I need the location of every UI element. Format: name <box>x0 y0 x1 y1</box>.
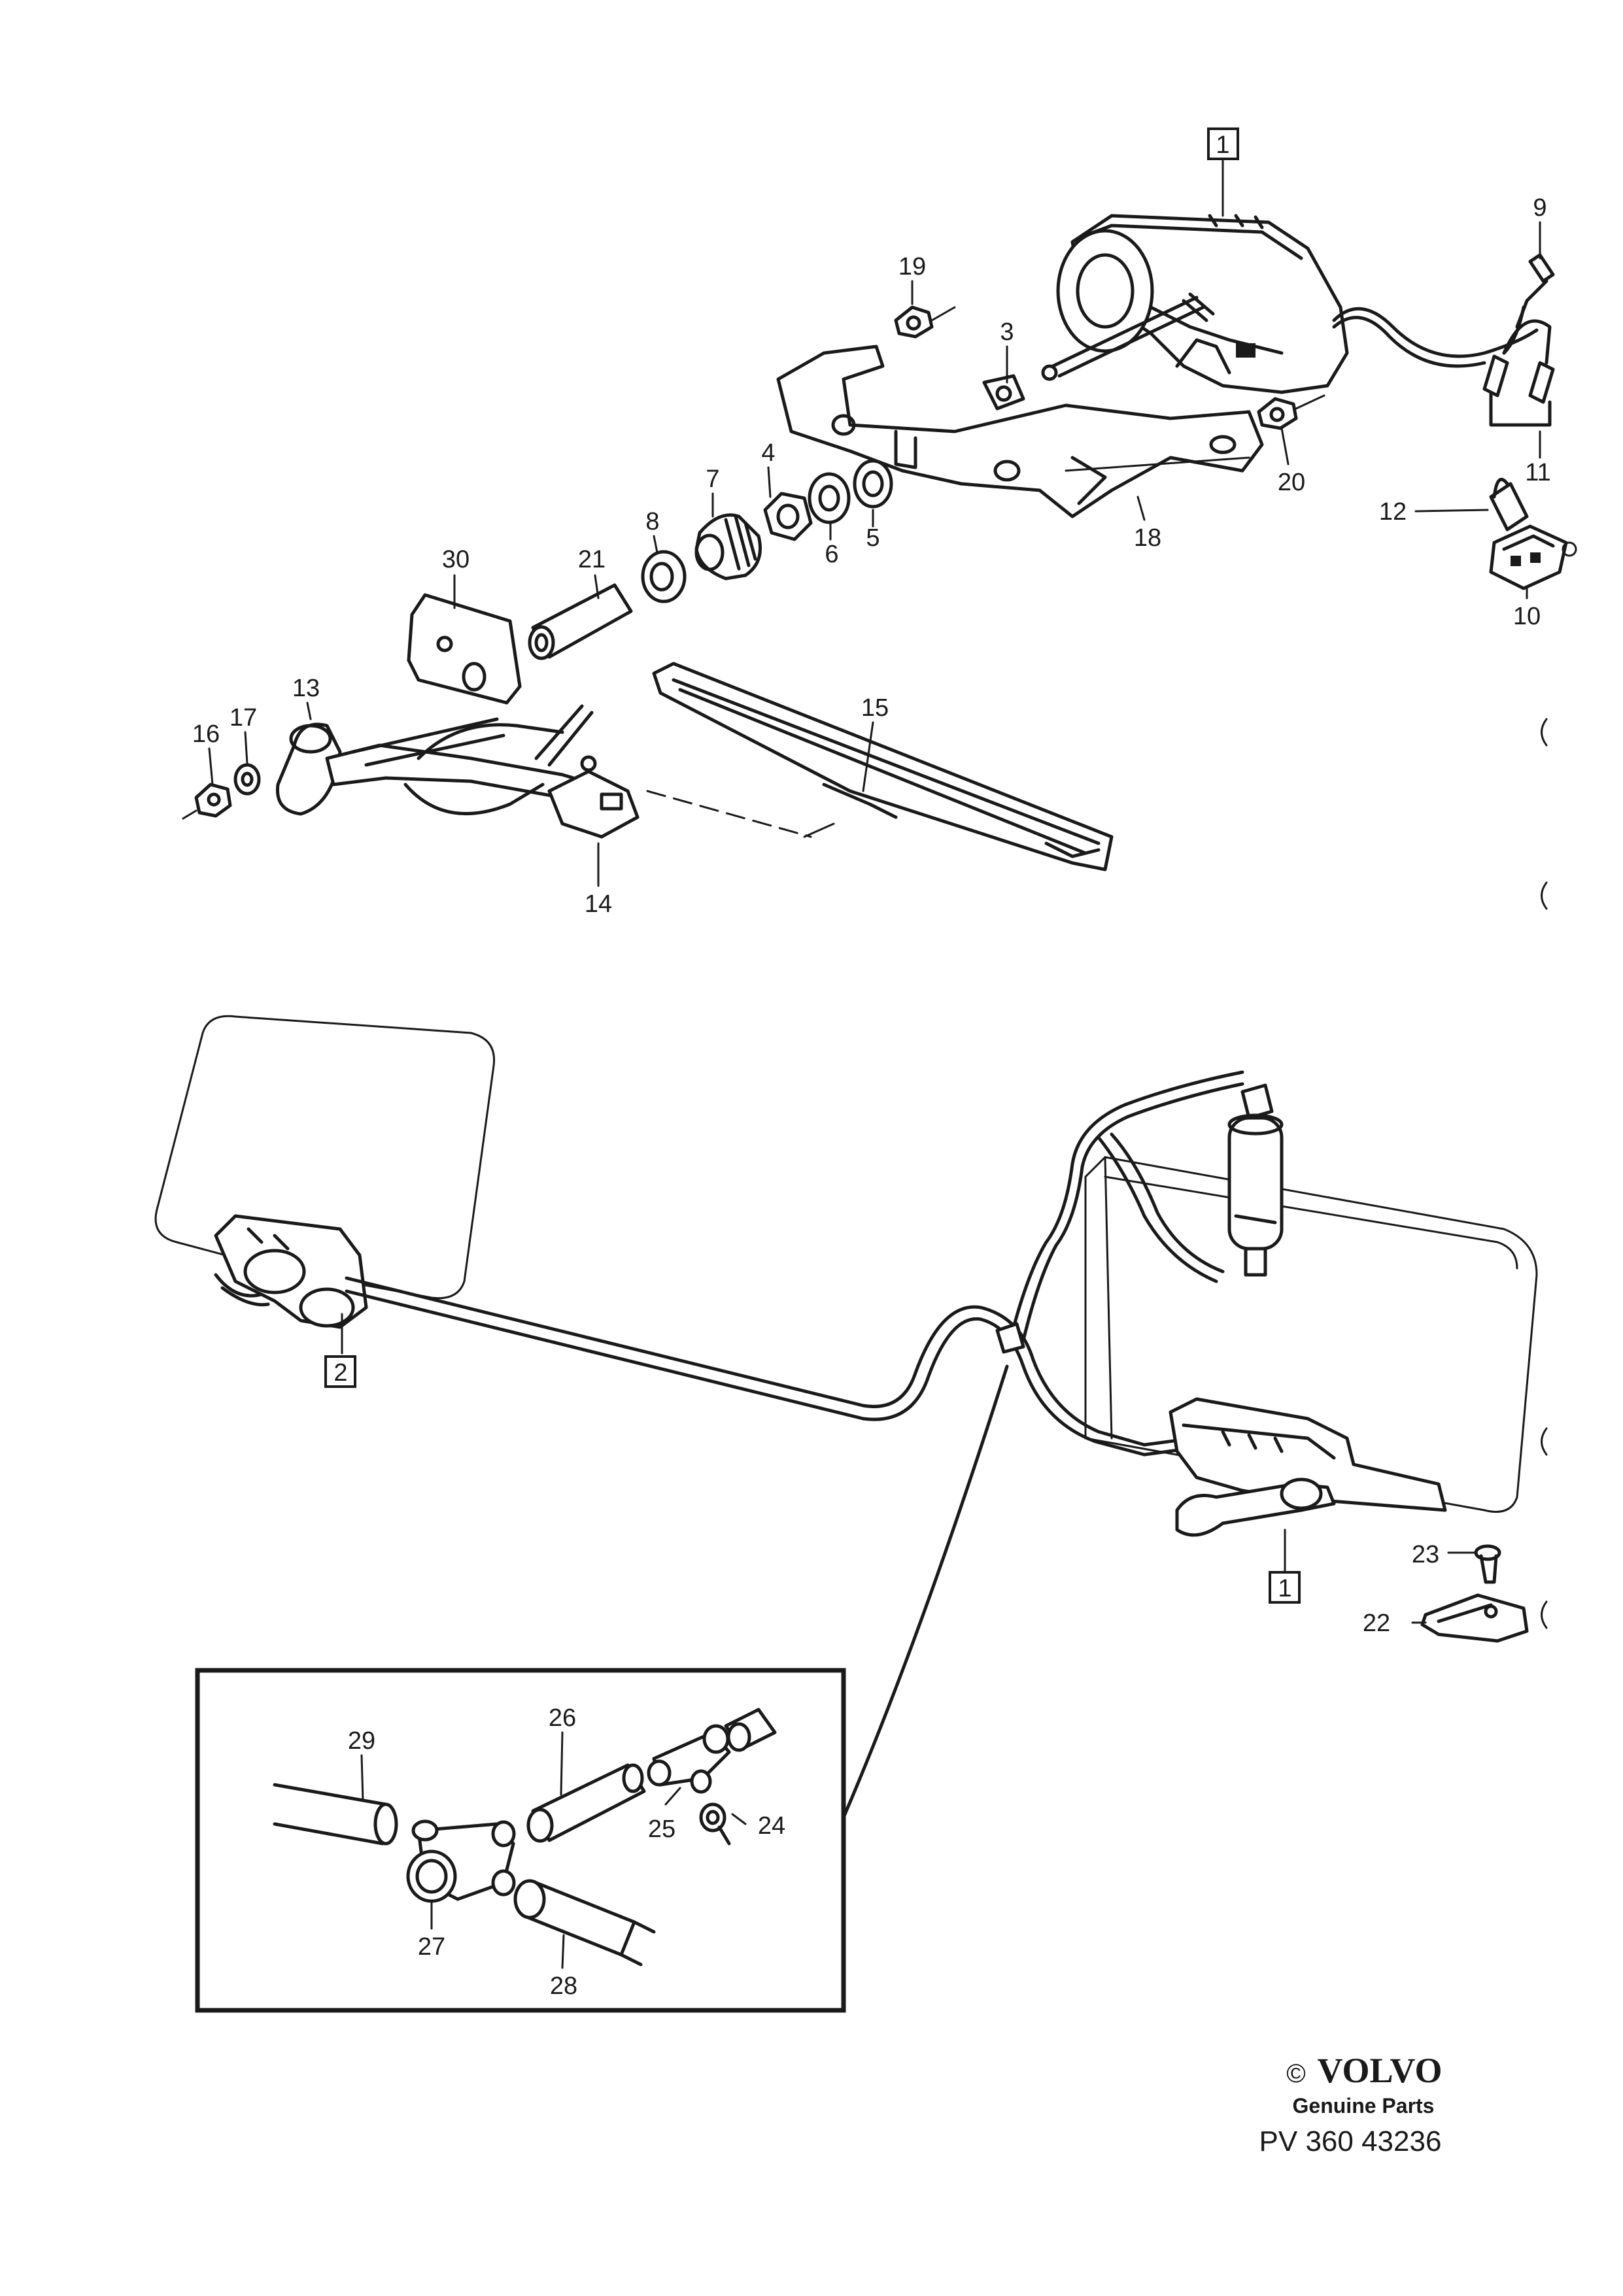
label-23: 23 <box>1412 1541 1439 1568</box>
label-21: 21 <box>578 546 606 573</box>
boxed-label-1-top: 1 <box>1207 127 1239 160</box>
boxed-label-2: 2 <box>324 1355 356 1388</box>
inset-hose-29 <box>273 1783 398 1846</box>
label-25: 25 <box>648 1815 675 1843</box>
label-13: 13 <box>292 675 320 702</box>
wiper-blade <box>652 662 1114 871</box>
inset-hose-end <box>724 1708 777 1752</box>
washer-hose <box>345 1070 1244 1457</box>
screw-23 <box>1474 1544 1501 1584</box>
label-19: 19 <box>898 253 926 280</box>
copyright-symbol: © <box>1286 2059 1305 2088</box>
label-4: 4 <box>761 439 775 467</box>
label-30: 30 <box>442 546 470 573</box>
clip-22 <box>1420 1593 1529 1643</box>
label-18: 18 <box>1134 524 1161 552</box>
hatch-wiper-motor <box>214 1214 368 1329</box>
label-9: 9 <box>1533 194 1546 222</box>
label-2: 2 <box>333 1359 347 1387</box>
wiper-arm <box>275 704 835 839</box>
wiring-connectors <box>1482 253 1577 590</box>
spacer-tube-21 <box>528 583 633 660</box>
label-11: 11 <box>1525 459 1550 486</box>
label-20: 20 <box>1278 469 1305 496</box>
callout-leaders <box>208 156 1541 1969</box>
rear-window-glass <box>154 1015 496 1300</box>
label-22: 22 <box>1363 1610 1390 1637</box>
washer-pump <box>1227 1083 1284 1277</box>
spindle-hardware <box>641 459 893 603</box>
edge-marks <box>1541 718 1548 1629</box>
brand-logo: VOLVO <box>1318 2051 1443 2090</box>
label-6: 6 <box>825 541 838 568</box>
label-3: 3 <box>1000 318 1014 346</box>
inset-t-connector-27 <box>406 1819 516 1903</box>
genuine-parts: Genuine Parts <box>1293 2094 1435 2118</box>
label-8: 8 <box>645 508 659 535</box>
nut-16 <box>182 783 232 820</box>
inset-leader <box>842 1364 1009 1819</box>
label-14: 14 <box>585 890 612 918</box>
label-29: 29 <box>348 1727 375 1755</box>
diagram-code: PV 360 43236 <box>1259 2125 1442 2157</box>
wiper-motor <box>1041 214 1539 394</box>
label-24: 24 <box>758 1812 785 1840</box>
label-26: 26 <box>549 1704 576 1732</box>
label-28: 28 <box>550 1972 577 2000</box>
label-27: 27 <box>418 1933 445 1961</box>
label-1-bottom: 1 <box>1278 1575 1291 1602</box>
brand-footer: © VOLVO Genuine Parts PV 360 43236 <box>1259 2051 1443 2157</box>
inset-nozzle-24 <box>699 1802 731 1846</box>
inset-t-connector-25 <box>647 1724 731 1794</box>
label-15: 15 <box>861 694 889 722</box>
inset-hose-26 <box>526 1763 646 1843</box>
inset-box <box>195 1668 846 2013</box>
square-nut-3 <box>982 374 1025 411</box>
inset-hose-28 <box>513 1879 656 1967</box>
mounting-bracket <box>776 345 1264 518</box>
nut-19 <box>894 305 956 339</box>
tailgate-wiper-assembly <box>1169 1397 1447 1537</box>
seal-plate-30 <box>407 593 522 705</box>
label-10: 10 <box>1513 603 1541 630</box>
label-12: 12 <box>1379 498 1407 526</box>
label-16: 16 <box>192 720 220 748</box>
boxed-label-1-bottom: 1 <box>1269 1571 1301 1604</box>
washer-17 <box>233 763 261 796</box>
nut-20 <box>1257 394 1325 430</box>
label-5: 5 <box>866 524 880 552</box>
label-7: 7 <box>706 465 719 493</box>
label-17: 17 <box>230 704 257 732</box>
washer-reservoir <box>1084 1156 1538 1513</box>
label-1-top: 1 <box>1216 131 1229 159</box>
